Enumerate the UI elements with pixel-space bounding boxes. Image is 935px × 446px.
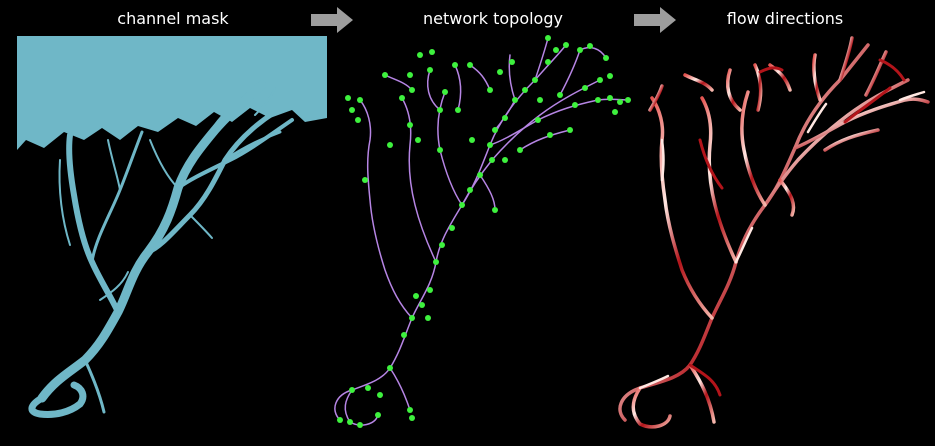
network-topology-panel <box>334 35 631 428</box>
channel-mask-panel <box>17 36 327 418</box>
right-arrow-icon <box>311 7 353 33</box>
topology-edges <box>334 37 629 426</box>
flow-channels <box>618 36 930 429</box>
flow-directions-panel <box>618 36 930 429</box>
flow-directions-title: flow directions <box>726 9 844 28</box>
flow-dark-segments <box>688 58 906 397</box>
channel-network <box>28 80 294 418</box>
topology-nodes <box>337 35 631 428</box>
sea-region <box>17 36 327 150</box>
network-topology-title: network topology <box>423 9 563 28</box>
flow-light-segments <box>638 90 926 390</box>
channel-mask-title: channel mask <box>117 9 229 28</box>
right-arrow-icon <box>634 7 676 33</box>
